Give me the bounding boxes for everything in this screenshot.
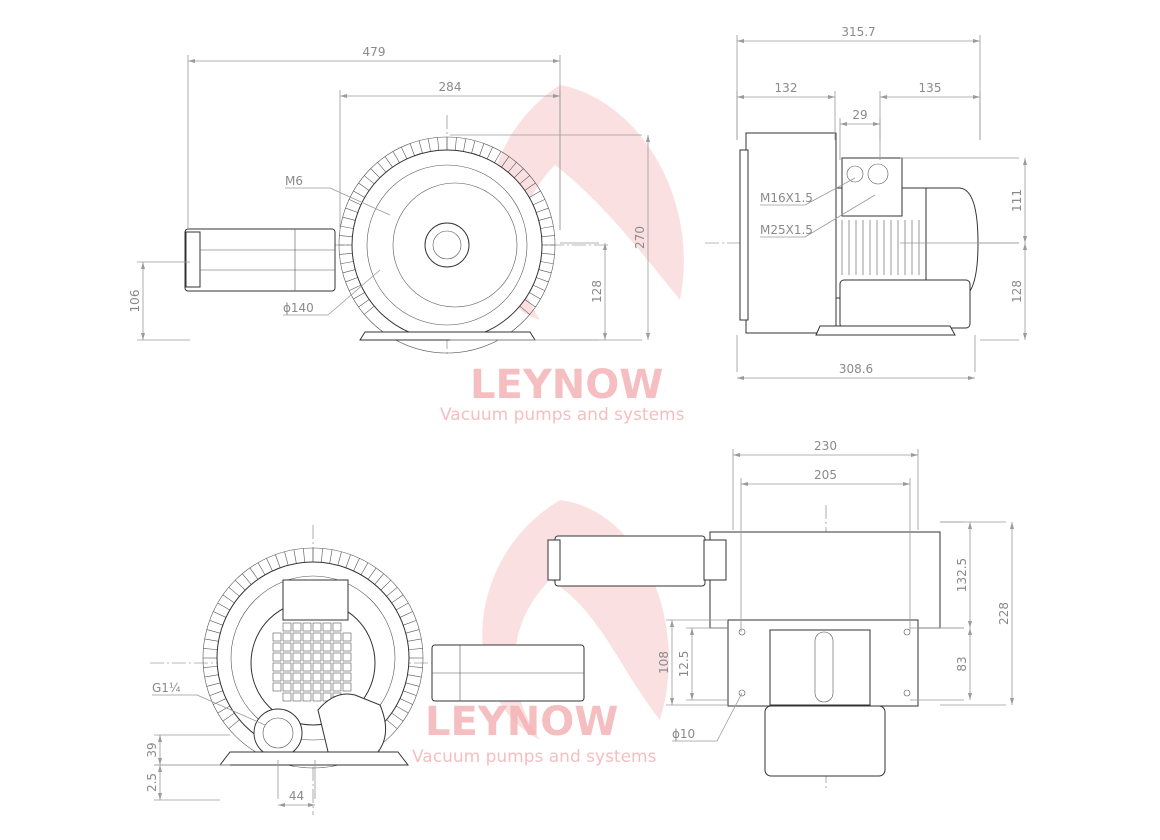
top-view (547, 505, 941, 790)
callout-m6: M6 (285, 174, 303, 188)
watermark-tagline: Vacuum pumps and systems (440, 405, 685, 425)
dim-overall-length: 479 (363, 45, 386, 59)
fan-cover-grille (272, 622, 352, 702)
dim-port-offset: 44 (289, 789, 304, 803)
dim-hole-height: 83 (955, 656, 969, 671)
base-plate (218, 751, 410, 766)
dim-top-overall-width: 230 (814, 439, 837, 453)
cooling-fins (202, 547, 424, 769)
base-plate (359, 331, 536, 341)
dim-housing-width: 284 (439, 80, 462, 94)
motor-body (764, 705, 886, 777)
dim-upper-height: 111 (1010, 189, 1024, 212)
side-view (705, 132, 1000, 336)
rear-view (150, 525, 585, 815)
dim-motor-center-height: 106 (128, 290, 142, 313)
dim-port-height: 39 (145, 742, 159, 757)
callout-m25: M25X1.5 (760, 223, 813, 237)
watermark-tagline: Vacuum pumps and systems (412, 747, 657, 767)
dim-flange-height: 108 (657, 651, 671, 674)
watermark-brand: LEYNOW (425, 699, 618, 745)
dim-base-width: 308.6 (839, 362, 873, 376)
dim-left-section: 132 (775, 81, 798, 95)
impeller-housing (709, 531, 941, 629)
terminal-box (841, 157, 903, 217)
callout-g114: G1¼ (152, 681, 181, 695)
callout-hole-diameter: ϕ10 (672, 727, 695, 741)
front-view (184, 115, 610, 355)
motor-housing (184, 228, 336, 292)
dim-right-section: 135 (919, 81, 942, 95)
callout-diameter-140: ϕ140 (283, 301, 314, 315)
callout-m16: M16X1.5 (760, 191, 813, 205)
dim-base-thickness: 2.5 (145, 773, 159, 792)
dim-flange-offset: 12.5 (677, 651, 691, 678)
port-flange (253, 708, 303, 758)
dim-hole-spacing: 205 (814, 468, 837, 482)
dim-top-upper-height: 132.5 (955, 558, 969, 592)
watermark-brand: LEYNOW (470, 362, 663, 408)
dim-overall-height: 228 (997, 602, 1011, 625)
dimension-lines: 479 284 270 128 106 M6 ϕ140 315.7 132 135 29 111 128… (128, 25, 1027, 807)
side-motor (839, 279, 971, 329)
terminal-box (282, 579, 349, 621)
impeller-housing (745, 132, 837, 334)
dim-height: 270 (633, 226, 647, 249)
dim-box-offset: 29 (852, 108, 867, 122)
side-motor (554, 535, 706, 587)
dim-center-height: 128 (590, 280, 604, 303)
dim-side-overall-width: 315.7 (841, 25, 875, 39)
motor-end-cap (185, 231, 201, 288)
cooling-fins (338, 136, 556, 354)
watermark-top: LEYNOW Vacuum pumps and systems (440, 85, 685, 425)
dim-lower-height: 128 (1010, 280, 1024, 303)
